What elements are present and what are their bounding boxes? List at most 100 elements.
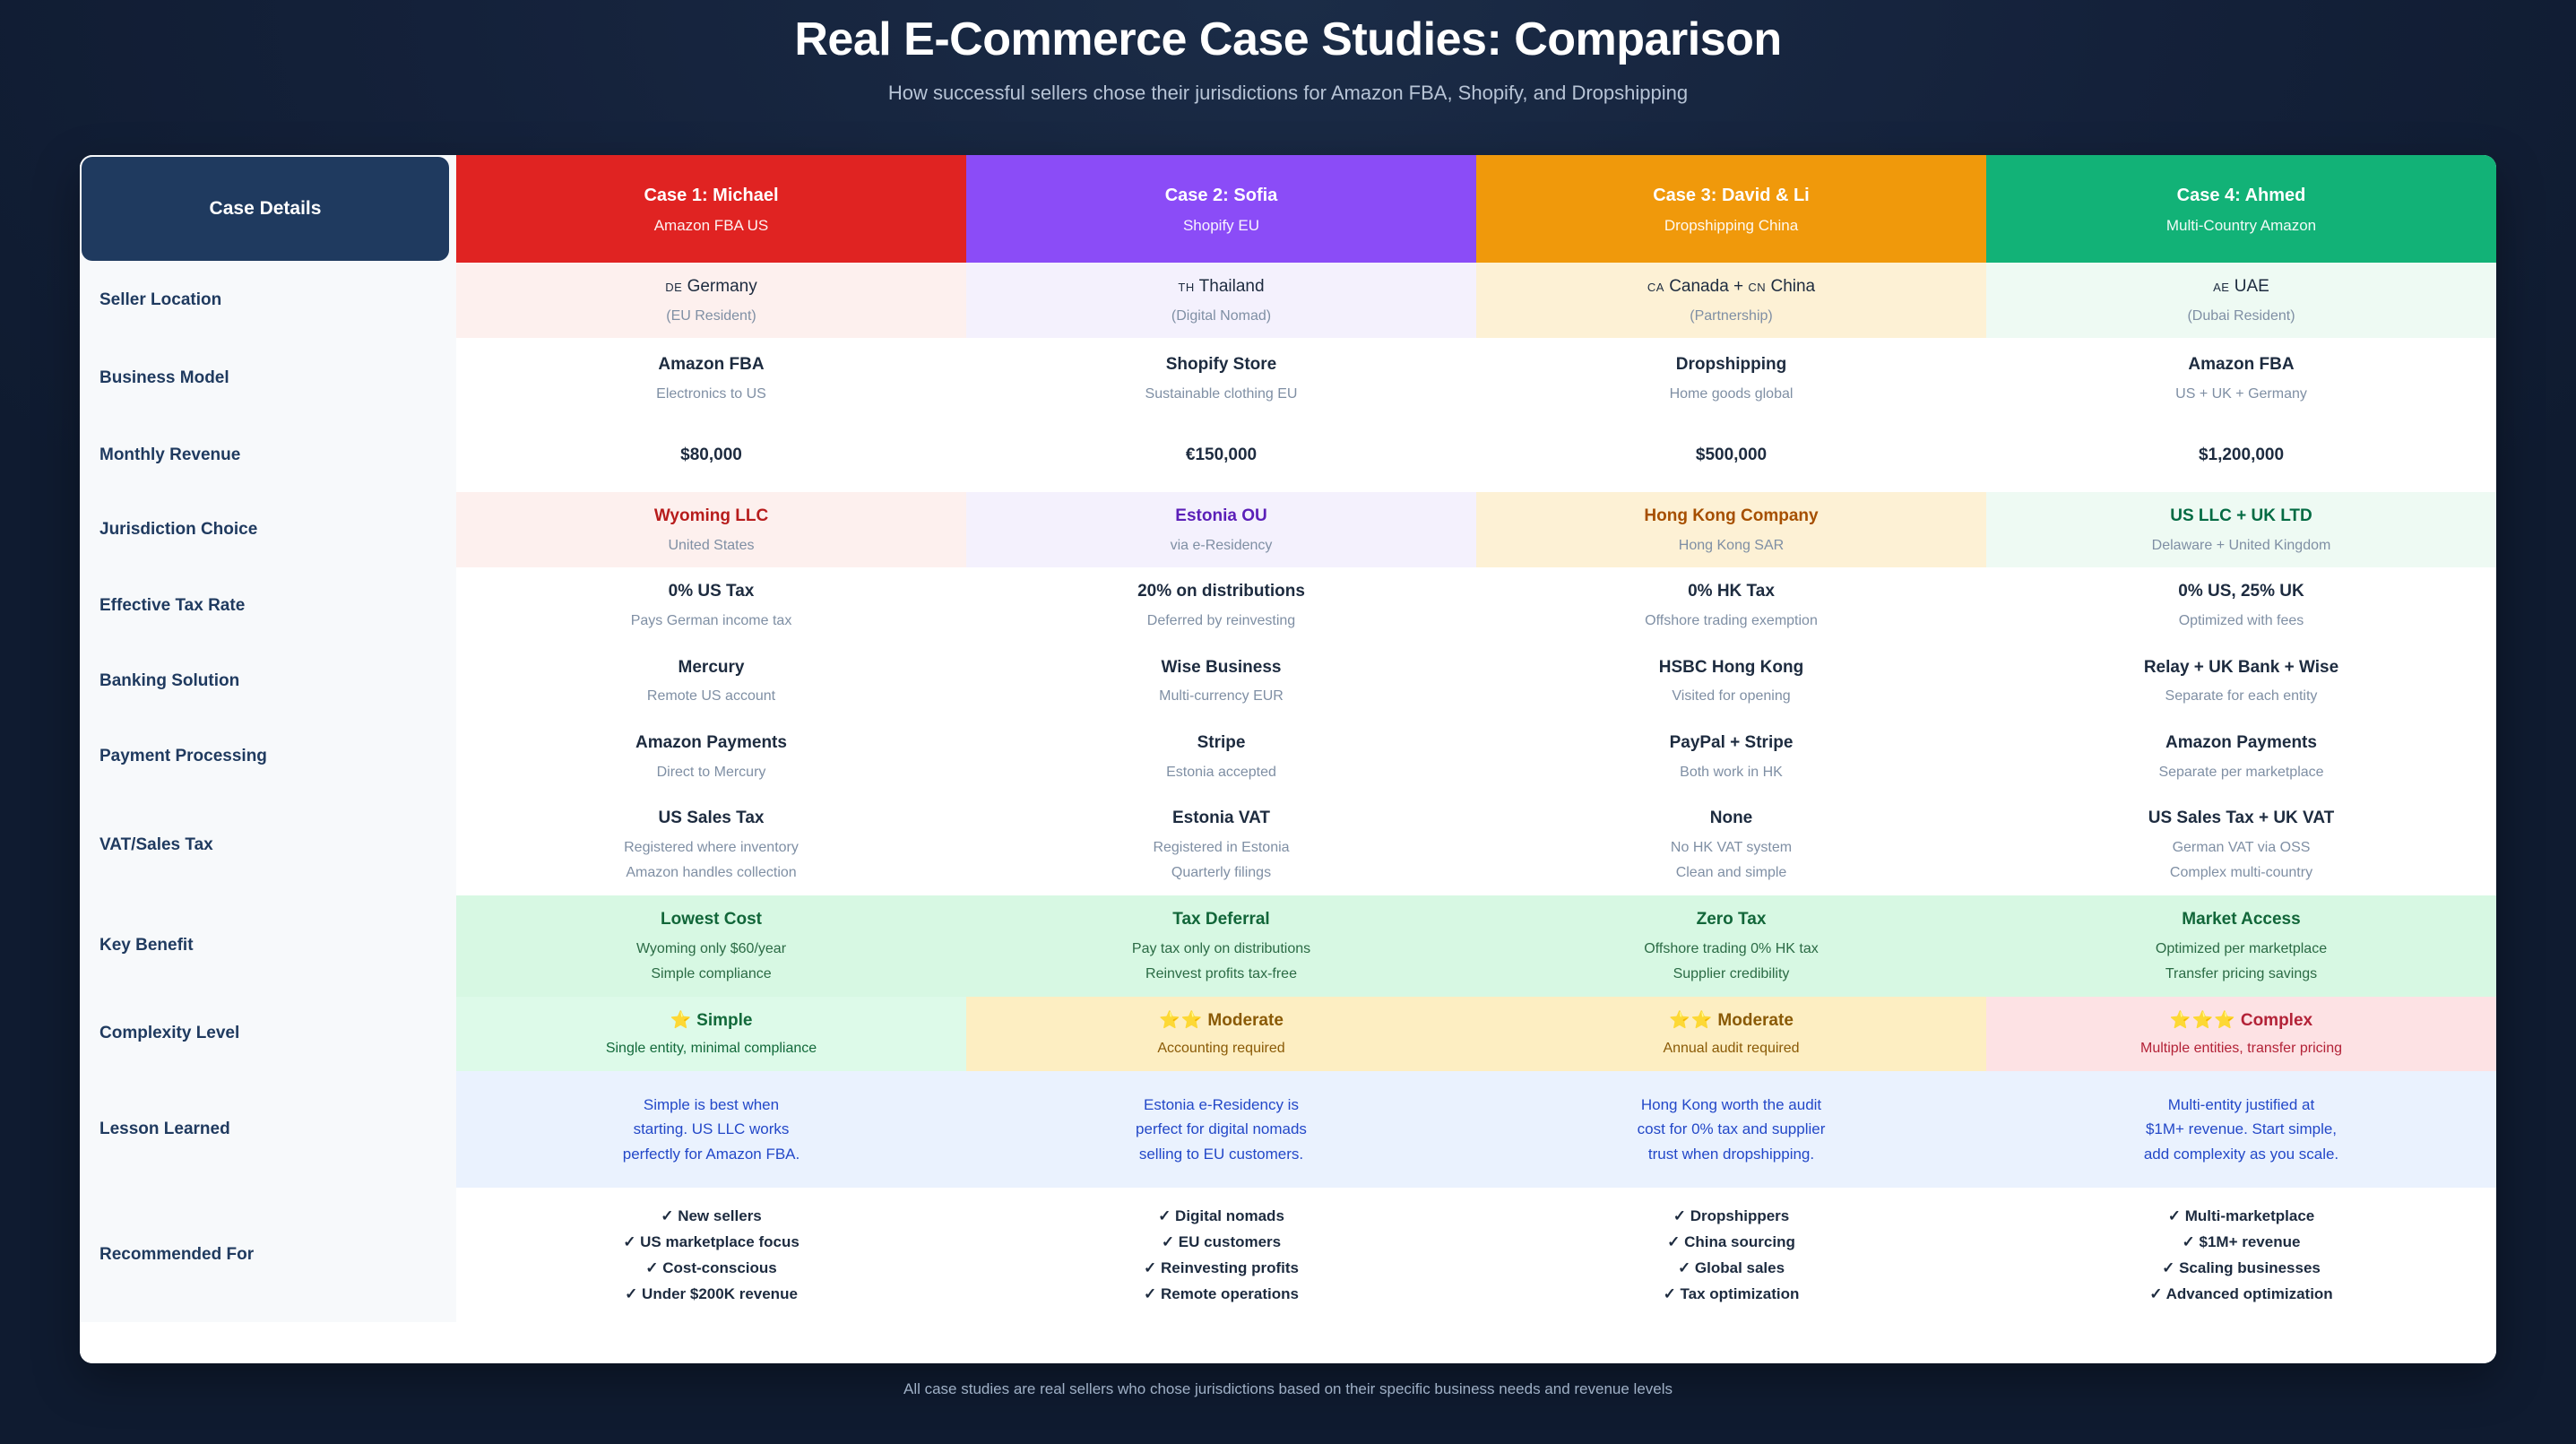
corner-header-cell: Case Details xyxy=(80,155,456,263)
cell-value: DE Germany xyxy=(665,277,757,296)
star-rating-icon: ⭐ xyxy=(670,1010,693,1030)
recommendation-line: ✓ Advanced optimization xyxy=(2149,1285,2333,1303)
spacer-cell xyxy=(1986,1322,2496,1363)
lesson-line: add complexity as you scale. xyxy=(2143,1145,2339,1163)
comparison-card: Case Details Case 1: Michael Amazon FBA … xyxy=(80,155,2496,1363)
recommendation-line: ✓ Under $200K revenue xyxy=(625,1285,798,1303)
column-header-case-4[interactable]: Case 4: Ahmed Multi-Country Amazon xyxy=(1986,155,2496,263)
cell-subvalue: Multiple entities, transfer pricing xyxy=(2140,1041,2342,1057)
cell-value: Dropshipping xyxy=(1675,355,1787,375)
table-cell: €150,000 xyxy=(966,419,1476,492)
column-header-case-1[interactable]: Case 1: Michael Amazon FBA US xyxy=(456,155,966,263)
cell-subvalue: (Partnership) xyxy=(1690,307,1773,324)
lesson-line: perfect for digital nomads xyxy=(1136,1120,1307,1138)
cell-value: HSBC Hong Kong xyxy=(1658,657,1804,677)
cell-value: Stripe xyxy=(1197,732,1246,752)
country-code: DE xyxy=(665,281,683,294)
cell-subvalue: Optimized with fees xyxy=(2178,613,2304,629)
page-header: Real E-Commerce Case Studies: Comparison… xyxy=(0,0,2576,105)
cell-subvalue: Registered where inventory xyxy=(624,839,799,855)
table-cell: ✓ Digital nomads✓ EU customers✓ Reinvest… xyxy=(966,1188,1476,1322)
case-name: Case 1: Michael xyxy=(644,185,779,205)
lesson-line: Simple is best when xyxy=(643,1095,780,1113)
cell-value: Mercury xyxy=(678,657,745,677)
table-cell: Estonia e-Residency is perfect for digita… xyxy=(966,1071,1476,1189)
spacer-cell xyxy=(80,1322,456,1363)
cell-subvalue: US + UK + Germany xyxy=(2175,385,2307,402)
case-subtitle: Amazon FBA US xyxy=(653,216,769,234)
lesson-line: starting. US LLC works xyxy=(633,1120,790,1138)
cell-subvalue: (EU Resident) xyxy=(666,307,756,324)
cell-subvalue: Direct to Mercury xyxy=(656,764,766,780)
star-rating-icon: ⭐⭐ xyxy=(1669,1010,1714,1030)
table-cell: TH Thailand(Digital Nomad) xyxy=(966,263,1476,339)
table-cell: ✓ Multi-marketplace✓ $1M+ revenue✓ Scali… xyxy=(1986,1188,2496,1322)
case-subtitle: Dropshipping China xyxy=(1664,216,1799,234)
cell-value: €150,000 xyxy=(1185,445,1258,465)
table-row: Lesson Learned Simple is best when startin… xyxy=(80,1071,2496,1189)
cell-value: ⭐⭐⭐Complex xyxy=(2169,1010,2313,1030)
table-row: Recommended For✓ New sellers✓ US marketp… xyxy=(80,1188,2496,1323)
row-label: Business Model xyxy=(80,338,456,419)
cell-value: Hong Kong Company xyxy=(1644,506,1819,526)
cell-subvalue-2: Amazon handles collection xyxy=(626,865,797,881)
recommendation-line: ✓ New sellers xyxy=(661,1206,762,1224)
cell-subvalue: Sustainable clothing EU xyxy=(1145,385,1298,402)
lesson-line: cost for 0% tax and supplier xyxy=(1637,1120,1826,1138)
cell-value: 20% on distributions xyxy=(1137,582,1305,601)
recommendation-line: ✓ Global sales xyxy=(1677,1259,1785,1277)
cell-value: AE UAE xyxy=(2213,277,2269,296)
cell-value: $1,200,000 xyxy=(2198,445,2285,465)
cell-value: Market Access xyxy=(2182,910,2301,929)
case-name: Case 4: Ahmed xyxy=(2176,185,2306,205)
recommendation-line: ✓ Digital nomads xyxy=(1158,1206,1284,1224)
row-label: Lesson Learned xyxy=(80,1071,456,1189)
table-cell: DE Germany (EU Resident) xyxy=(456,263,966,339)
cell-value: $80,000 xyxy=(680,445,742,465)
cell-subvalue: No HK VAT system xyxy=(1670,839,1793,855)
cell-subvalue: Offshore trading exemption xyxy=(1645,613,1818,629)
cell-subvalue: Annual audit required xyxy=(1663,1041,1800,1057)
cell-subvalue-2: Transfer pricing savings xyxy=(2165,966,2318,982)
cell-subvalue: Optimized per marketplace xyxy=(2155,940,2328,956)
table-cell: $500,000 xyxy=(1476,419,1986,492)
cell-value: TH Thailand xyxy=(1178,277,1265,296)
page-title: Real E-Commerce Case Studies: Comparison xyxy=(794,13,1782,65)
lesson-line: Estonia e-Residency is xyxy=(1144,1095,1299,1113)
cell-subvalue-2: Quarterly filings xyxy=(1171,865,1272,881)
cell-value: US Sales Tax + UK VAT xyxy=(2148,808,2335,828)
recommendation-line: ✓ Tax optimization xyxy=(1663,1285,1800,1303)
table-cell: Simple is best when starting. US LLC work… xyxy=(456,1071,966,1189)
cell-subvalue: Electronics to US xyxy=(656,385,766,402)
case-name: Case 2: Sofia xyxy=(1164,185,1278,205)
row-label: Seller Location xyxy=(80,263,456,339)
table-cell: ✓ Dropshippers✓ China sourcing✓ Global s… xyxy=(1476,1188,1986,1322)
column-header-case-3[interactable]: Case 3: David & Li Dropshipping China xyxy=(1476,155,1986,263)
recommendation-line: ✓ China sourcing xyxy=(1667,1232,1795,1250)
column-header-case-2[interactable]: Case 2: Sofia Shopify EU xyxy=(966,155,1476,263)
row-label: Key Benefit xyxy=(80,895,456,997)
header-row: Case Details Case 1: Michael Amazon FBA … xyxy=(80,155,2496,263)
cell-value: PayPal + Stripe xyxy=(1669,732,1794,752)
cell-subvalue: Multi-currency EUR xyxy=(1159,688,1284,705)
